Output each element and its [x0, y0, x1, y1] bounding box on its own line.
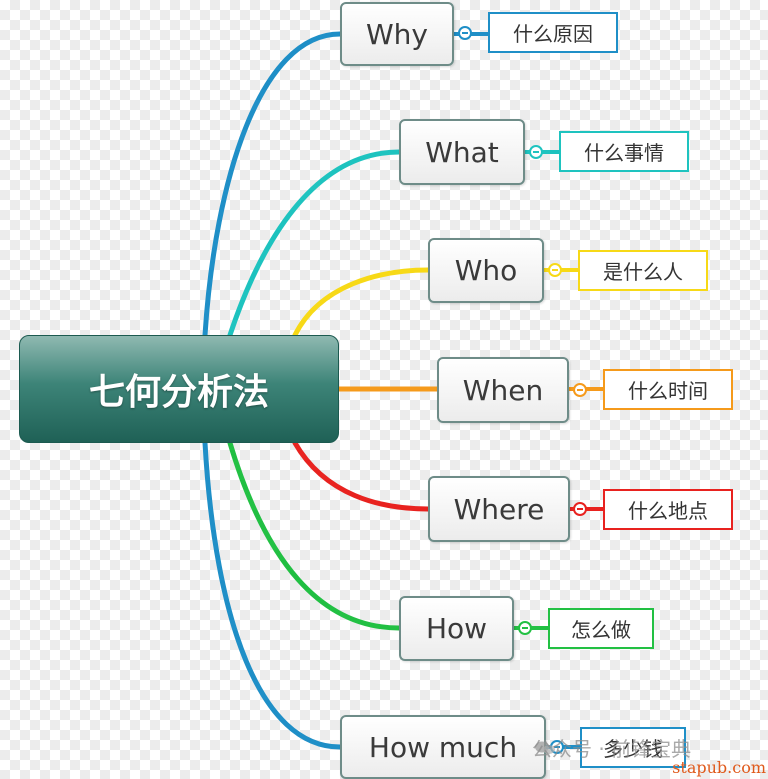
- topic-what[interactable]: What: [399, 119, 525, 185]
- topic-how-much[interactable]: How much: [340, 715, 546, 779]
- topic-when[interactable]: When: [437, 357, 569, 423]
- branch-line: [227, 440, 402, 631]
- wechat-icon: [535, 741, 555, 754]
- branch-line: [292, 267, 431, 338]
- collapse-toggle-icon[interactable]: [573, 502, 587, 516]
- collapse-toggle-icon[interactable]: [518, 621, 532, 635]
- footer-site-mark: stapub.com: [672, 758, 766, 777]
- topic-why[interactable]: Why: [340, 2, 454, 66]
- branch-line: [202, 440, 343, 750]
- branch-line: [227, 149, 402, 338]
- branch-line: [292, 440, 431, 512]
- collapse-toggle-icon[interactable]: [529, 145, 543, 159]
- subtopic-why[interactable]: 什么原因: [488, 12, 618, 53]
- subtopic-how-much[interactable]: 多少钱: [580, 727, 686, 768]
- subtopic-how[interactable]: 怎么做: [548, 608, 654, 649]
- subtopic-when[interactable]: 什么时间: [603, 369, 733, 410]
- watermark-text: 公众号 · 前锋宝典: [532, 737, 692, 761]
- subtopic-where[interactable]: 什么地点: [603, 489, 733, 530]
- collapse-toggle-icon[interactable]: [548, 263, 562, 277]
- subtopic-what[interactable]: 什么事情: [559, 131, 689, 172]
- topic-where[interactable]: Where: [428, 476, 570, 542]
- collapse-toggle-icon[interactable]: [458, 26, 472, 40]
- central-topic[interactable]: 七何分析法: [19, 335, 339, 443]
- topic-who[interactable]: Who: [428, 238, 544, 303]
- topic-how[interactable]: How: [399, 596, 514, 661]
- branch-line: [202, 31, 343, 338]
- collapse-toggle-icon[interactable]: [573, 383, 587, 397]
- subtopic-who[interactable]: 是什么人: [578, 250, 708, 291]
